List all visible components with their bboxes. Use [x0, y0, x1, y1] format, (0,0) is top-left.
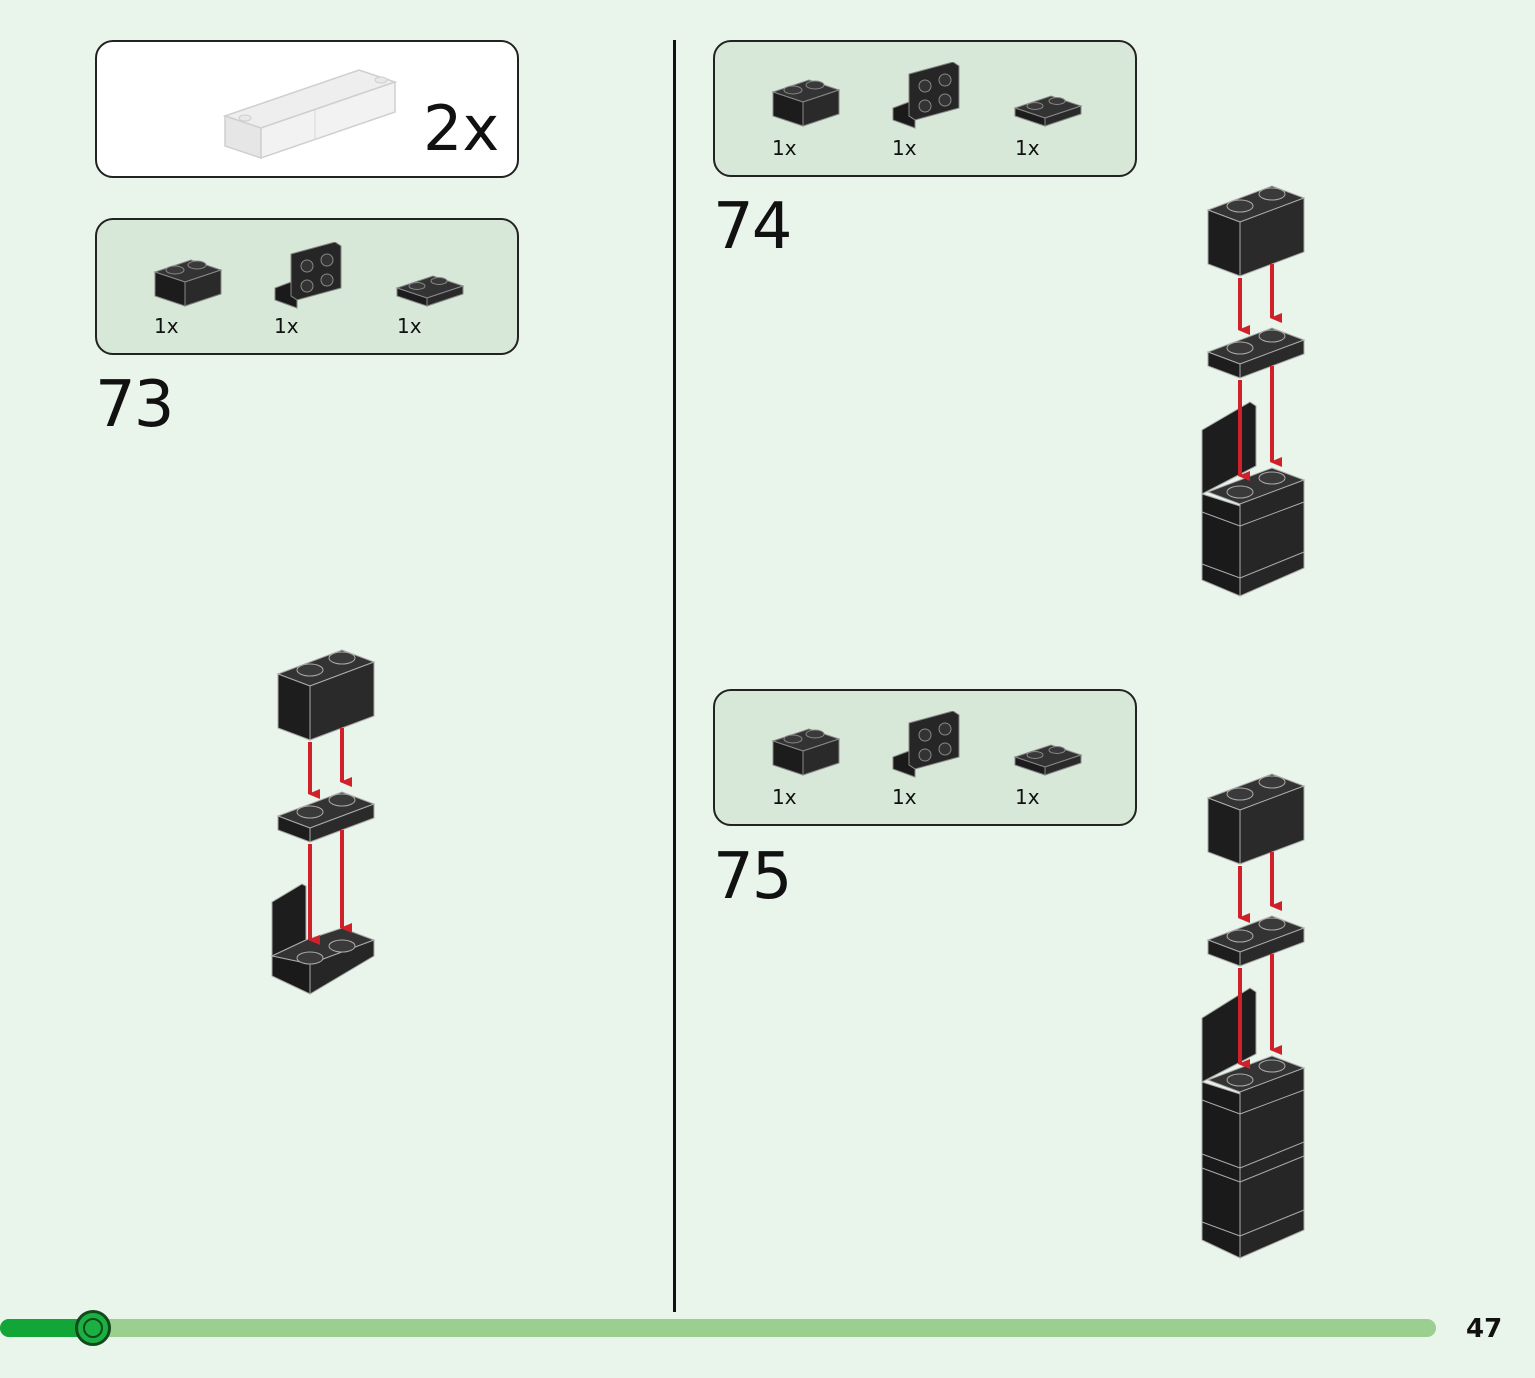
plate-1x2-icon: [395, 268, 465, 308]
step-74-assembly-illustration: [1201, 185, 1306, 597]
brick-1x2-icon: [771, 719, 841, 779]
part-qty: 1x: [274, 314, 299, 338]
page-divider: [673, 40, 676, 1312]
part-qty: 1x: [154, 314, 179, 338]
part-qty: 1x: [1015, 136, 1040, 160]
page-number: 47: [1466, 1314, 1503, 1344]
step-number-74: 74: [713, 190, 792, 264]
step-number-73: 73: [95, 368, 174, 442]
progress-bar: [0, 1319, 1436, 1337]
step-number-75: 75: [713, 840, 792, 914]
parts-list-step-73: 1x 1x 1x: [95, 218, 519, 355]
brick-1x2-icon: [153, 250, 223, 310]
progress-fill: [0, 1319, 93, 1337]
brick-1x2-icon: [771, 70, 841, 130]
part-qty: 1x: [892, 136, 917, 160]
bracket-icon: [891, 711, 963, 781]
submodel-callout: 2x: [95, 40, 519, 178]
submodel-preview-icon: [222, 69, 398, 160]
parts-list-step-74: 1x 1x 1x: [713, 40, 1137, 177]
part-qty: 1x: [892, 785, 917, 809]
step-73-assembly-illustration: [270, 649, 376, 995]
submodel-multiplier: 2x: [423, 92, 500, 165]
plate-1x2-icon: [1013, 737, 1083, 777]
part-qty: 1x: [772, 136, 797, 160]
part-qty: 1x: [772, 785, 797, 809]
parts-list-step-75: 1x 1x 1x: [713, 689, 1137, 826]
part-qty: 1x: [397, 314, 422, 338]
progress-marker-icon: [75, 1310, 111, 1346]
bracket-icon: [891, 62, 963, 132]
part-qty: 1x: [1015, 785, 1040, 809]
step-75-assembly-illustration: [1201, 773, 1306, 1259]
plate-1x2-icon: [1013, 88, 1083, 128]
bracket-icon: [273, 242, 345, 312]
